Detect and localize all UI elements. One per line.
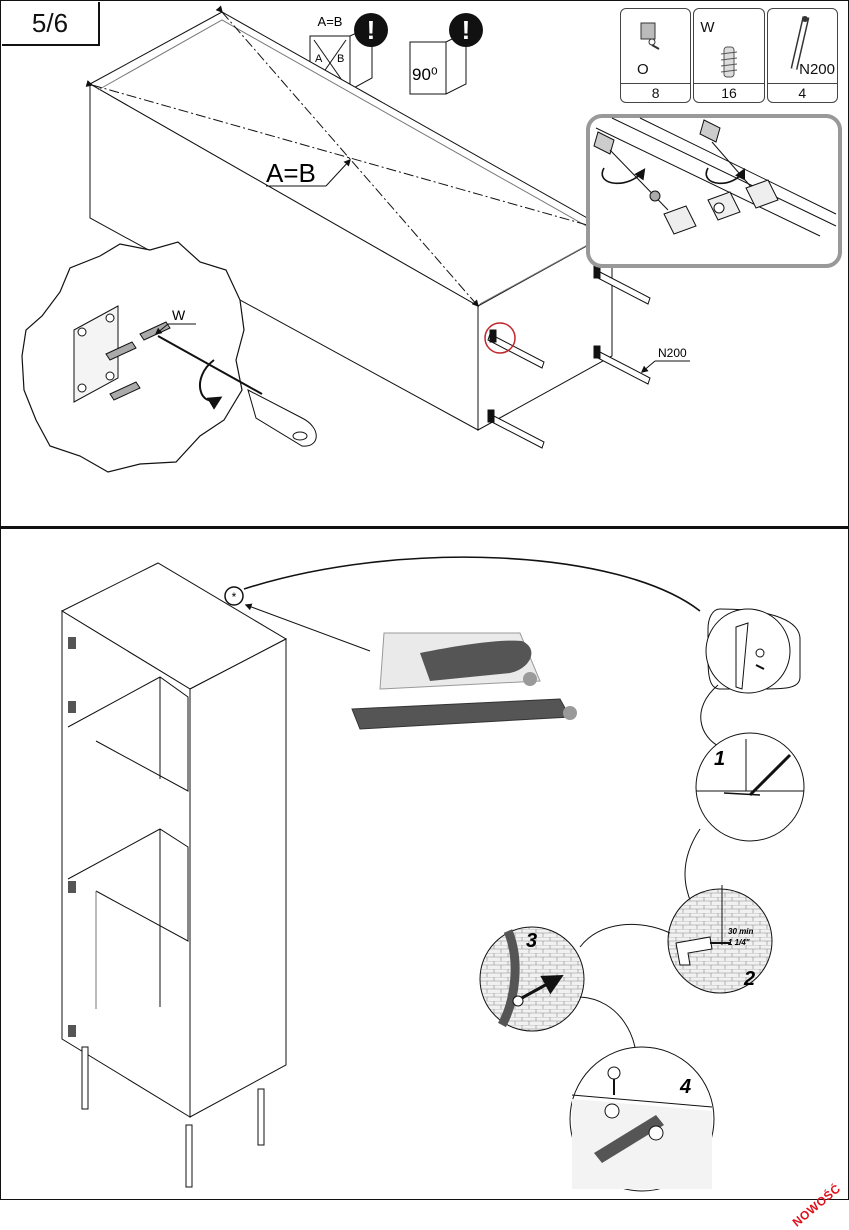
part-code: W <box>700 19 715 36</box>
part-qty: 8 <box>621 83 691 102</box>
step-number-1: 1 <box>714 748 725 770</box>
step-number-2: 2 <box>743 968 755 990</box>
drill-note-2: 1 1/4" <box>728 938 750 947</box>
diagonal-equal-label: A=B <box>266 158 316 188</box>
step-detail-0 <box>705 608 801 694</box>
diagonal-check-title: A=B <box>318 14 343 29</box>
step-detail-4: 4 <box>569 1046 715 1192</box>
part-code: N200 <box>799 61 835 78</box>
diagonal-label-b: B <box>337 53 344 65</box>
screw-label: W <box>172 307 186 323</box>
drill-note-1: 30 min <box>728 927 753 936</box>
step-detail-2: 30 min 1 1/4" 2 <box>667 885 773 994</box>
parts-table: O 8 W 16 N200 4 <box>620 8 838 103</box>
anti-tip-strap-kit <box>351 632 577 730</box>
dowel-icon <box>721 46 738 78</box>
standing-cabinet <box>60 562 288 1118</box>
step-detail-1: 1 <box>695 732 805 842</box>
highlight-circle <box>484 322 516 354</box>
top-assembly-diagram: A=B A B ! 90⁰ ! A=B <box>21 5 842 473</box>
svg-text:!: ! <box>462 15 471 45</box>
cabinet-legs <box>81 1046 265 1188</box>
leg-plate-zoom-detail: W <box>21 241 317 473</box>
part-qty: 16 <box>694 83 764 102</box>
part-cell-w: W 16 <box>693 8 765 103</box>
part-code: O <box>637 61 649 78</box>
cam-lock-icon <box>640 22 660 50</box>
alert-icon: ! <box>449 13 483 47</box>
step-number-3: 3 <box>526 930 537 952</box>
part-cell-o: O 8 <box>620 8 692 103</box>
cabinet-hinges <box>68 637 76 1037</box>
angle-label: 90⁰ <box>412 65 438 84</box>
leg-label: N200 <box>658 346 687 360</box>
step-number: 5/6 <box>2 2 100 46</box>
anchor-point-symbol: * <box>232 590 237 604</box>
cabinet-legs <box>487 265 651 449</box>
bottom-wall-anchor-diagram: * 1 30 min 1 1/4" 2 <box>60 556 805 1192</box>
step-number-4: 4 <box>679 1076 691 1098</box>
part-cell-n200: N200 4 <box>766 8 838 103</box>
anchor-point-marker <box>224 586 244 606</box>
step-detail-3: 3 <box>479 926 585 1032</box>
diagonal-label-a: A <box>315 53 323 65</box>
section-divider <box>0 526 849 529</box>
leg-icon <box>790 16 810 70</box>
cam-detail-callout <box>586 114 842 268</box>
part-qty: 4 <box>767 83 837 102</box>
svg-text:!: ! <box>367 15 376 45</box>
alert-icon: ! <box>354 13 388 47</box>
